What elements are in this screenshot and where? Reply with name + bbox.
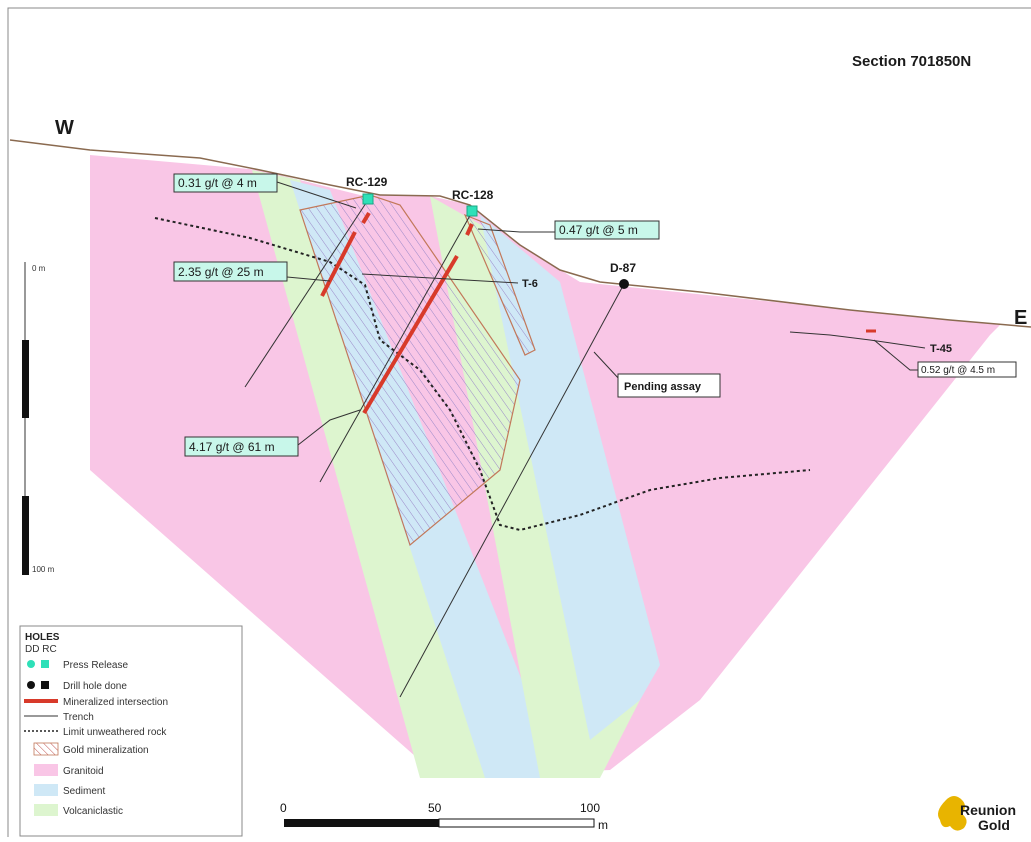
mineralized-intersection-rc128 (362, 254, 459, 415)
assay-leader-3 (286, 276, 331, 282)
legend-gold: Gold mineralization (63, 745, 149, 756)
legend-trench: Trench (63, 712, 94, 723)
topography-line (9, 139, 1031, 328)
legend-mineralized: Mineralized intersection (63, 697, 168, 708)
hole-label-rc129[interactable]: RC-129 (346, 175, 388, 189)
logo-line-2: Gold (978, 817, 1010, 833)
pending-assay-text: Pending assay (624, 381, 702, 393)
legend-limit: Limit unweathered rock (63, 727, 167, 738)
mineralized-intersection-rc129 (320, 231, 357, 297)
drill-trace-rc128 (319, 211, 473, 483)
trench-label-t45: T-45 (930, 343, 952, 355)
collar-d87-drill-done[interactable] (619, 279, 629, 289)
assay-text-1: 0.31 g/t @ 4 m (178, 176, 257, 190)
assay-text-5: 0.52 g/t @ 4.5 m (921, 365, 995, 376)
assay-leader-1 (276, 181, 357, 209)
direction-east: E (1014, 307, 1027, 329)
legend-gold-icon (33, 742, 59, 756)
direction-west: W (55, 117, 74, 139)
mineralized-intersection-rc129-top (361, 211, 371, 225)
collar-rc129-press-release[interactable] (362, 193, 374, 205)
depth-scale-top: 0 m (32, 264, 46, 273)
scale-tick-100: 100 (580, 801, 600, 815)
legend: HOLES DD RC Press Release Drill hole don… (19, 625, 243, 837)
legend-drill-done-rc-icon (41, 681, 49, 689)
legend-volcaniclastic: Volcaniclastic (63, 806, 123, 817)
assay-text-2: 0.47 g/t @ 5 m (559, 223, 638, 237)
trench-label-t6: T-6 (522, 278, 538, 290)
legend-press-release-dd-icon (27, 660, 35, 668)
trench-t45-line (789, 331, 926, 349)
legend-sediment: Sediment (63, 786, 105, 797)
gold-mineralization-zone-east (463, 213, 536, 356)
hole-label-rc128[interactable]: RC-128 (452, 188, 494, 202)
collar-rc128-press-release[interactable] (466, 205, 478, 217)
legend-granitoid: Granitoid (63, 766, 104, 777)
mineralized-intersection-rc128-top (465, 223, 474, 236)
assay-leader-2 (477, 228, 555, 233)
reunion-gold-logo: Reunion Gold (938, 796, 1016, 833)
pending-assay-leader (593, 351, 621, 381)
depth-scale-bottom: 100 m (32, 565, 55, 574)
assay-box-1[interactable] (173, 173, 278, 193)
trench-t6-line (361, 273, 519, 284)
assay-leader-4 (297, 409, 361, 446)
assay-box-2[interactable] (554, 220, 660, 240)
legend-subtitle: DD RC (25, 644, 57, 655)
logo-line-1: Reunion (960, 802, 1016, 818)
assay-leader-5 (873, 339, 918, 371)
hole-label-d87[interactable]: D-87 (610, 261, 636, 275)
assay-box-4[interactable] (184, 436, 299, 457)
pending-assay-box[interactable] (617, 373, 721, 398)
legend-title: HOLES (25, 632, 60, 643)
assay-text-4: 4.17 g/t @ 61 m (189, 440, 275, 454)
legend-press-release-rc-icon (41, 660, 49, 668)
legend-granitoid-icon (34, 764, 58, 776)
scale-tick-0: 0 (280, 801, 287, 815)
legend-volcaniclastic-icon (34, 804, 58, 816)
assay-text-3: 2.35 g/t @ 25 m (178, 265, 264, 279)
figure-frame (7, 7, 1031, 842)
legend-drill-done: Drill hole done (63, 681, 127, 692)
legend-drill-done-dd-icon (27, 681, 35, 689)
scale-tick-50: 50 (428, 801, 442, 815)
horizontal-scale: 0 50 100 m (280, 801, 608, 832)
assay-box-3[interactable] (173, 261, 288, 282)
legend-press-release: Press Release (63, 660, 128, 671)
drill-trace-rc129 (244, 199, 369, 388)
drill-trace-d87 (399, 283, 625, 698)
depth-scale: 0 m 100 m (22, 262, 55, 575)
scale-unit: m (598, 818, 608, 832)
assay-box-5[interactable] (917, 361, 1017, 378)
section-title: Section 701850N (852, 53, 971, 70)
legend-sediment-icon (34, 784, 58, 796)
